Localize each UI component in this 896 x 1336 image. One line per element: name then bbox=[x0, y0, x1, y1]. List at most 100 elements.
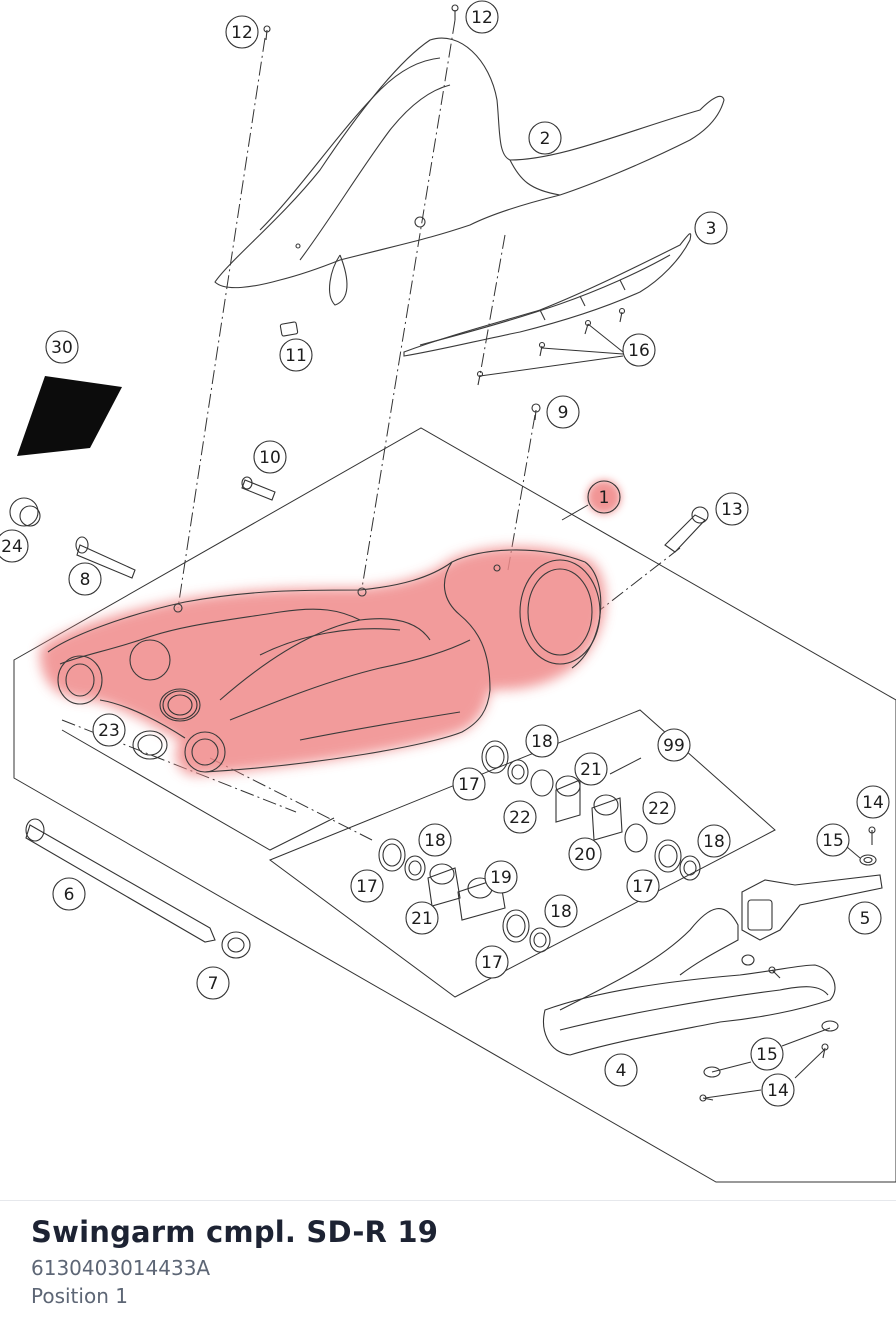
small-fasteners bbox=[9, 4, 709, 579]
callout-label: 5 bbox=[860, 909, 871, 929]
callout-c13[interactable]: 13 bbox=[715, 492, 749, 526]
callout-label: 12 bbox=[471, 8, 493, 28]
callout-circle bbox=[279, 338, 313, 372]
screws-washers-14-15 bbox=[699, 826, 877, 1102]
callout-c18b[interactable]: 18 bbox=[418, 823, 452, 857]
callout-circle bbox=[253, 440, 287, 474]
callout-c24[interactable]: 24 bbox=[0, 529, 29, 563]
callout-leader-lines bbox=[479, 323, 861, 1099]
callout-c22a[interactable]: 22 bbox=[503, 800, 537, 834]
callout-label: 6 bbox=[64, 885, 75, 905]
callout-circle bbox=[0, 529, 29, 563]
callout-c17b[interactable]: 17 bbox=[350, 869, 384, 903]
callout-c30[interactable]: 30 bbox=[45, 330, 79, 364]
callout-label: 2 bbox=[540, 129, 551, 149]
callout-c14a[interactable]: 14 bbox=[856, 785, 890, 819]
callout-c18a[interactable]: 18 bbox=[525, 724, 559, 758]
callout-c4[interactable]: 4 bbox=[604, 1053, 638, 1087]
callout-circle bbox=[694, 211, 728, 245]
callout-c23[interactable]: 23 bbox=[92, 713, 126, 747]
callout-c6[interactable]: 6 bbox=[52, 877, 86, 911]
callout-circle bbox=[92, 713, 126, 747]
callout-label: 14 bbox=[862, 793, 884, 813]
callout-label: 9 bbox=[558, 403, 569, 423]
callout-label: 12 bbox=[231, 23, 253, 43]
callout-c17d[interactable]: 17 bbox=[475, 945, 509, 979]
callout-circle bbox=[503, 800, 537, 834]
callout-label: 13 bbox=[721, 500, 743, 520]
callout-circle bbox=[465, 0, 499, 34]
part-position: Position 1 bbox=[31, 1284, 128, 1308]
callout-circle bbox=[196, 966, 230, 1000]
callout-c2[interactable]: 2 bbox=[528, 121, 562, 155]
callout-label: 8 bbox=[80, 570, 91, 590]
callout-label: 99 bbox=[663, 736, 685, 756]
callout-circle bbox=[484, 860, 518, 894]
callout-c20[interactable]: 20 bbox=[568, 837, 602, 871]
callout-c17a[interactable]: 17 bbox=[452, 767, 486, 801]
callout-c99[interactable]: 99 bbox=[657, 728, 691, 762]
callout-c17c[interactable]: 17 bbox=[626, 869, 660, 903]
callout-c11[interactable]: 11 bbox=[279, 338, 313, 372]
callout-label: 22 bbox=[509, 808, 531, 828]
callout-c18c[interactable]: 18 bbox=[697, 824, 731, 858]
callout-circle bbox=[52, 877, 86, 911]
rear-fender-part bbox=[214, 37, 725, 306]
callout-c10[interactable]: 10 bbox=[253, 440, 287, 474]
callout-label: 30 bbox=[51, 338, 73, 358]
chain-slider-part-4 bbox=[543, 908, 836, 1056]
callout-label: 21 bbox=[411, 909, 433, 929]
callout-c7[interactable]: 7 bbox=[196, 966, 230, 1000]
callout-c14b[interactable]: 14 bbox=[761, 1073, 795, 1107]
callout-label: 15 bbox=[756, 1045, 778, 1065]
callout-circle bbox=[697, 824, 731, 858]
callout-c19[interactable]: 19 bbox=[484, 860, 518, 894]
callout-c12a[interactable]: 12 bbox=[225, 15, 259, 49]
callout-circle bbox=[848, 901, 882, 935]
callout-label: 19 bbox=[490, 868, 512, 888]
callout-c12b[interactable]: 12 bbox=[465, 0, 499, 34]
callout-circle bbox=[761, 1073, 795, 1107]
swingarm-part bbox=[47, 549, 602, 773]
callout-c9[interactable]: 9 bbox=[546, 395, 580, 429]
callout-label: 17 bbox=[458, 775, 480, 795]
callout-label: 10 bbox=[259, 448, 281, 468]
callout-c15a[interactable]: 15 bbox=[816, 823, 850, 857]
callout-circle bbox=[350, 869, 384, 903]
callout-c21b[interactable]: 21 bbox=[405, 901, 439, 935]
callout-label: 24 bbox=[1, 537, 23, 557]
callout-c1[interactable]: 1 bbox=[587, 480, 621, 514]
callout-circle bbox=[750, 1037, 784, 1071]
callout-circle bbox=[546, 395, 580, 429]
callout-label: 20 bbox=[574, 845, 596, 865]
callout-c3[interactable]: 3 bbox=[694, 211, 728, 245]
callout-label: 15 bbox=[822, 831, 844, 851]
callout-circle bbox=[587, 480, 621, 514]
callout-circle bbox=[856, 785, 890, 819]
callout-c22b[interactable]: 22 bbox=[642, 791, 676, 825]
part-number: 6130403014433A bbox=[31, 1256, 211, 1280]
callout-circle bbox=[568, 837, 602, 871]
callout-c15b[interactable]: 15 bbox=[750, 1037, 784, 1071]
callout-circle bbox=[525, 724, 559, 758]
callout-label: 18 bbox=[531, 732, 553, 752]
callout-c8[interactable]: 8 bbox=[68, 562, 102, 596]
part-title: Swingarm cmpl. SD-R 19 bbox=[31, 1215, 439, 1249]
callout-c18d[interactable]: 18 bbox=[544, 894, 578, 928]
callout-label: 18 bbox=[703, 832, 725, 852]
callout-label: 4 bbox=[616, 1061, 627, 1081]
callout-c21a[interactable]: 21 bbox=[574, 752, 608, 786]
axle-part-6 bbox=[25, 818, 251, 959]
callout-label: 21 bbox=[580, 760, 602, 780]
callout-circle bbox=[626, 869, 660, 903]
callout-c16[interactable]: 16 bbox=[622, 333, 656, 367]
callout-c5[interactable]: 5 bbox=[848, 901, 882, 935]
callout-circle bbox=[475, 945, 509, 979]
callout-circle bbox=[622, 333, 656, 367]
callout-label: 16 bbox=[628, 341, 650, 361]
callout-circle bbox=[715, 492, 749, 526]
callout-circle bbox=[405, 901, 439, 935]
callout-label: 22 bbox=[648, 799, 670, 819]
callout-label: 14 bbox=[767, 1081, 789, 1101]
